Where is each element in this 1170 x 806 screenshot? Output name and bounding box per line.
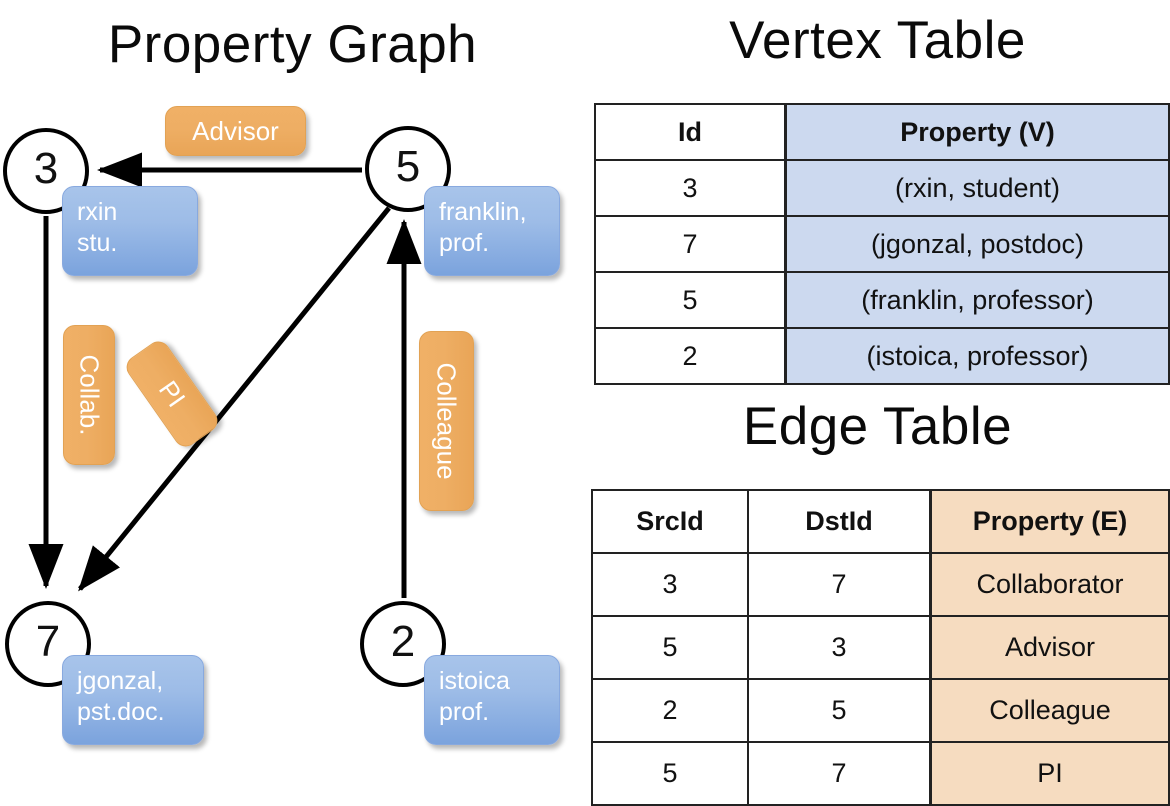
table-row[interactable]: 3 (rxin, student) <box>594 159 1170 217</box>
vertex-table-header-property: Property (V) <box>784 103 1170 161</box>
node-property-line-1: jgonzal, <box>77 667 164 695</box>
edge-cell-srcid: 5 <box>591 615 749 680</box>
edge-table-header-dstid: DstId <box>747 489 932 554</box>
vertex-table-header-id: Id <box>594 103 787 161</box>
edge-label-collab-text: Collab. <box>74 354 104 436</box>
vertex-cell-property: (rxin, student) <box>784 159 1170 217</box>
edge-cell-dstid: 7 <box>747 741 932 806</box>
vertex-table-header-row: Id Property (V) <box>594 103 1170 161</box>
edge-cell-srcid: 5 <box>591 741 749 806</box>
edge-label-colleague-text: Colleague <box>431 362 462 480</box>
page-title-vertex-table: Vertex Table <box>729 11 1026 70</box>
node-property-line-1: istoica <box>439 667 510 695</box>
edge-cell-srcid: 2 <box>591 678 749 743</box>
property-graph-diagram: 3 5 7 2 rxin stu. franklin, prof. jgonza… <box>0 0 585 760</box>
node-property-box-istoica[interactable]: istoica prof. <box>424 655 560 745</box>
node-property-box-rxin[interactable]: rxin stu. <box>62 186 198 276</box>
table-row[interactable]: 2 (istoica, professor) <box>594 327 1170 385</box>
page-title-edge-table: Edge Table <box>742 397 1013 456</box>
vertex-cell-property: (franklin, professor) <box>784 271 1170 329</box>
table-row[interactable]: 5 3 Advisor <box>591 615 1170 680</box>
edge-cell-property: Collaborator <box>929 552 1170 617</box>
edge-label-pi-text: PI <box>152 375 192 413</box>
edge-table-header-property: Property (E) <box>929 489 1170 554</box>
node-property-line-1: franklin, <box>439 198 527 226</box>
table-row[interactable]: 3 7 Collaborator <box>591 552 1170 617</box>
node-property-line-2: stu. <box>77 229 118 258</box>
graph-edge-arrows <box>28 152 422 598</box>
graph-node-2[interactable]: 2 <box>360 601 446 687</box>
table-row[interactable]: 2 5 Colleague <box>591 678 1170 743</box>
vertex-cell-property: (istoica, professor) <box>784 327 1170 385</box>
edge-cell-srcid: 3 <box>591 552 749 617</box>
node-property-box-franklin[interactable]: franklin, prof. <box>424 186 560 276</box>
edge-table-header-row: SrcId DstId Property (E) <box>591 489 1170 554</box>
table-row[interactable]: 5 (franklin, professor) <box>594 271 1170 329</box>
edge-label-advisor-text: Advisor <box>192 116 279 146</box>
edge-5-to-7-pi <box>78 206 391 592</box>
page-title-property-graph: Property Graph <box>107 15 478 74</box>
vertex-cell-property: (jgonzal, postdoc) <box>784 215 1170 273</box>
node-property-line-2: prof. <box>439 229 490 258</box>
edge-cell-dstid: 3 <box>747 615 932 680</box>
edge-table-header-srcid: SrcId <box>591 489 749 554</box>
graph-node-5-label: 5 <box>395 142 421 191</box>
edge-label-collab[interactable]: Collab. <box>63 325 115 465</box>
node-property-line-2: prof. <box>439 698 490 727</box>
graph-node-3-label: 3 <box>33 144 59 193</box>
table-row[interactable]: 7 (jgonzal, postdoc) <box>594 215 1170 273</box>
vertex-cell-id: 5 <box>594 271 787 329</box>
graph-node-5[interactable]: 5 <box>365 126 451 212</box>
table-row[interactable]: 5 7 PI <box>591 741 1170 806</box>
edge-table: SrcId DstId Property (E) 3 7 Collaborato… <box>591 489 1170 806</box>
edge-cell-property: PI <box>929 741 1170 806</box>
edge-cell-dstid: 5 <box>747 678 932 743</box>
graph-node-7-label: 7 <box>35 617 61 666</box>
edge-label-advisor[interactable]: Advisor <box>165 106 306 156</box>
node-property-line-1: rxin <box>77 198 118 226</box>
vertex-cell-id: 2 <box>594 327 787 385</box>
vertex-table: Id Property (V) 3 (rxin, student) 7 (jgo… <box>594 103 1170 385</box>
vertex-cell-id: 7 <box>594 215 787 273</box>
node-property-line-2: pst.doc. <box>77 698 165 727</box>
vertex-cell-id: 3 <box>594 159 787 217</box>
edge-label-colleague[interactable]: Colleague <box>419 331 474 511</box>
edge-cell-property: Colleague <box>929 678 1170 743</box>
node-property-box-jgonzal[interactable]: jgonzal, pst.doc. <box>62 655 204 745</box>
graph-node-2-label: 2 <box>390 617 416 666</box>
edge-cell-dstid: 7 <box>747 552 932 617</box>
edge-cell-property: Advisor <box>929 615 1170 680</box>
